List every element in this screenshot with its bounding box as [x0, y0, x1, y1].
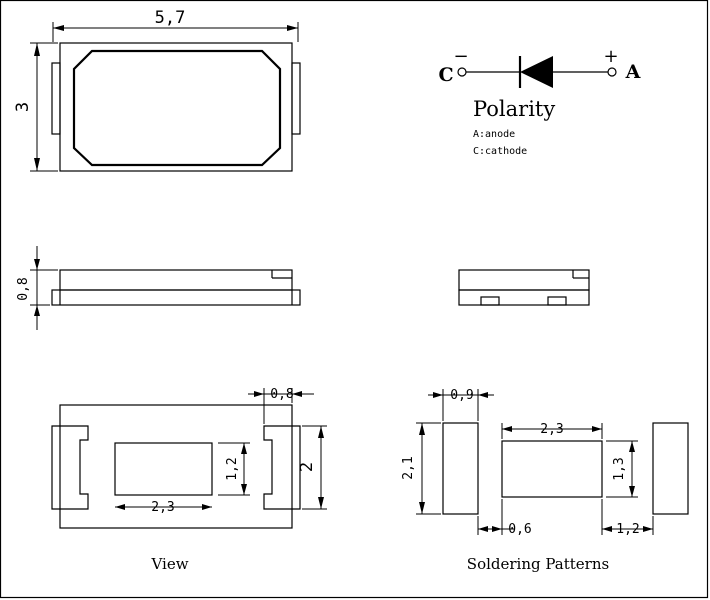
- minus-sign: −: [453, 46, 468, 67]
- top-view-body: [59, 42, 293, 172]
- top-view-left-contact: [51, 62, 61, 135]
- cathode-description: C:cathode: [473, 146, 527, 157]
- top-view-right-contact: [291, 62, 301, 135]
- end-view-contact-left: [480, 296, 500, 306]
- polarity-title: Polarity: [473, 97, 555, 121]
- plus-sign: +: [603, 46, 618, 67]
- width-label: 3: [13, 102, 33, 112]
- top-view-lens: [72, 49, 282, 167]
- bottom-view-body: [59, 404, 293, 529]
- pattern-pad-width-label: 0,9: [450, 388, 473, 403]
- end-view-lens: [458, 269, 590, 291]
- solder-pad-left: [442, 422, 479, 515]
- cathode-letter: C: [438, 64, 453, 86]
- anode-terminal: [607, 67, 617, 77]
- bottom-view-left-pad: [51, 425, 89, 510]
- polarity-symbol: C − + A Polarity A:anode C:cathode: [438, 46, 640, 157]
- bottom-view-lens-window: [114, 442, 213, 496]
- solder-pad-right: [652, 422, 689, 515]
- pattern-center-height-label: 1,3: [612, 457, 627, 480]
- view-caption: View: [150, 555, 188, 573]
- soldering-caption: Soldering Patterns: [467, 555, 609, 573]
- soldering-patterns: 0,9 2,1 2,3 1,3 0,6 1,2: [401, 388, 689, 537]
- top-view: 5,7 3: [13, 8, 301, 172]
- end-view-base: [458, 289, 590, 306]
- cathode-terminal: [457, 67, 467, 77]
- body-width-label: 2: [297, 462, 317, 472]
- bottom-view: 1,2 2,3 2 0,8: [51, 387, 327, 529]
- anode-description: A:anode: [473, 129, 515, 140]
- pattern-gap-label: 0,6: [508, 522, 531, 537]
- height-label: 0,8: [16, 277, 31, 300]
- side-view: 0,8: [16, 246, 301, 330]
- lens-width-label: 2,3: [151, 500, 174, 515]
- pattern-center-width-label: 2,3: [540, 422, 563, 437]
- pad-width-label: 0,8: [270, 387, 293, 402]
- diode-triangle: [520, 56, 553, 88]
- end-view: [458, 269, 590, 306]
- end-view-contact-right: [547, 296, 567, 306]
- side-view-lens: [59, 269, 293, 291]
- length-label: 5,7: [155, 8, 186, 28]
- side-view-base: [51, 289, 301, 306]
- lens-height-label: 1,2: [225, 457, 240, 480]
- bottom-view-right-pad: [263, 425, 301, 510]
- pattern-height-label: 2,1: [401, 456, 416, 479]
- anode-letter: A: [625, 61, 641, 83]
- pattern-side-pad-label: 1,2: [616, 522, 639, 537]
- solder-pad-center: [501, 440, 603, 498]
